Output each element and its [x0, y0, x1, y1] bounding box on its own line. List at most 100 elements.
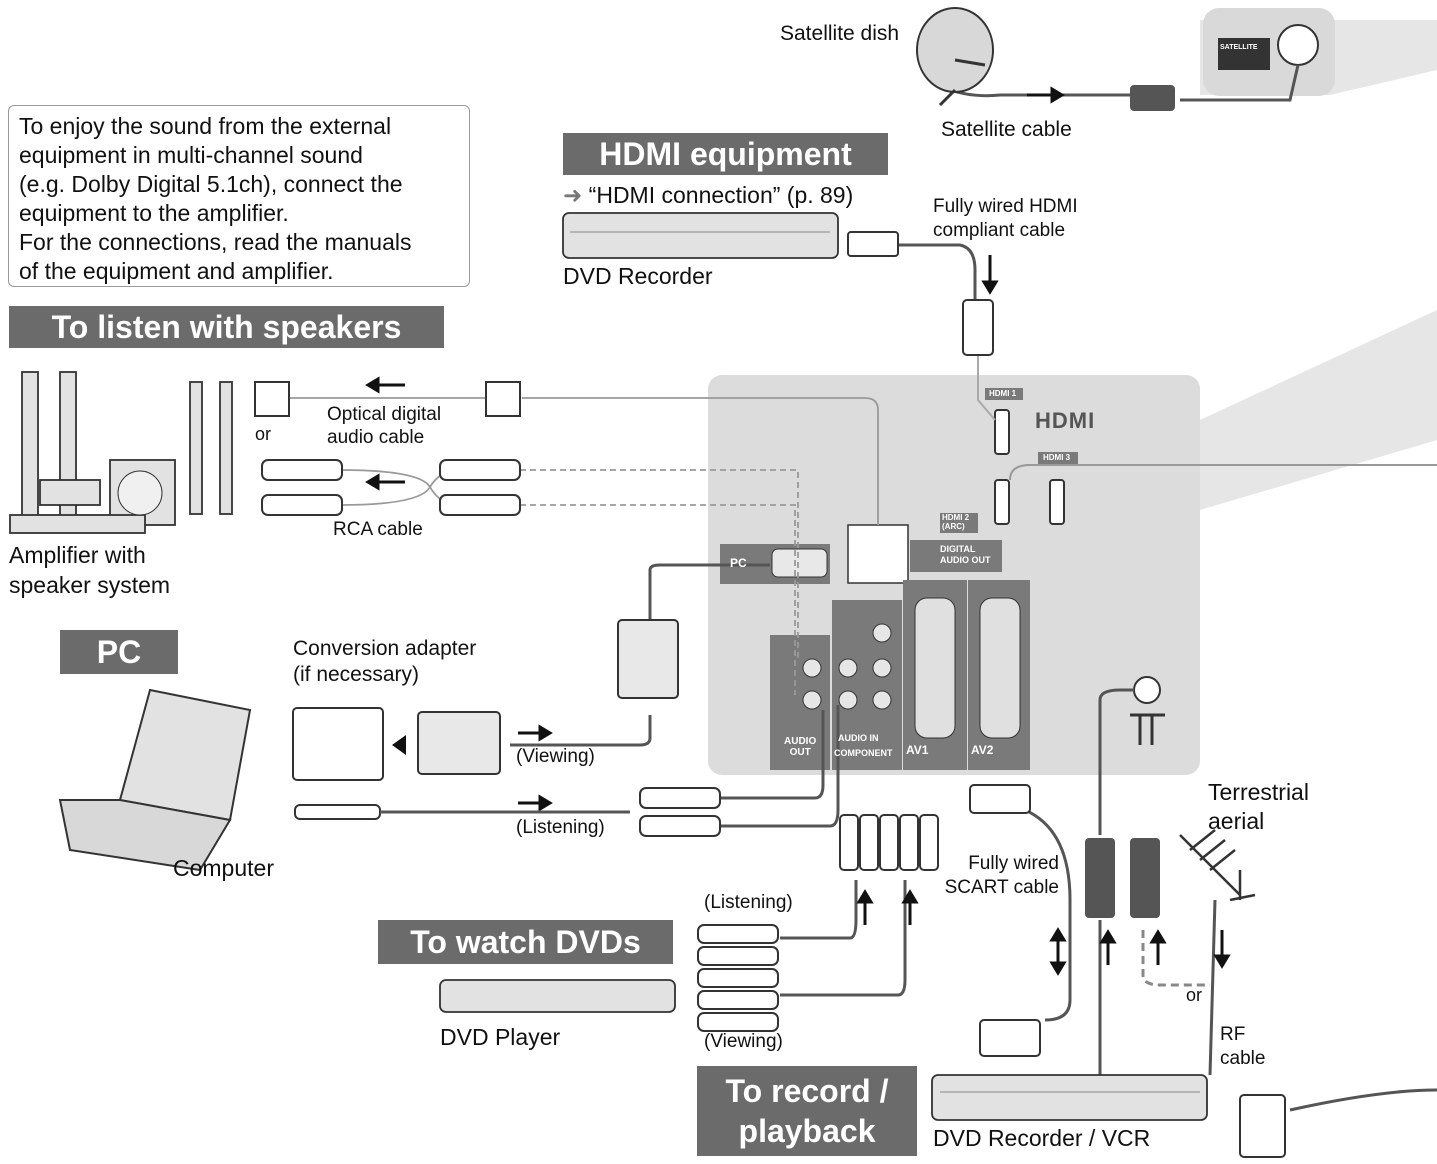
scart-line1: Fully wired — [968, 853, 1059, 874]
listening-cable-1 — [720, 710, 825, 800]
component-jack-5 — [872, 690, 892, 710]
viewing-pc-label: (Viewing) — [516, 746, 595, 767]
component-jack-3 — [872, 623, 892, 643]
dvd-rca-plugs — [697, 924, 779, 1032]
terrestrial-line1: Terrestrial — [1208, 779, 1309, 805]
hdmi-cable-label: Fully wired HDMI compliant cable — [933, 195, 1078, 243]
or-label-2: or — [1186, 985, 1203, 1005]
rca-cable-top — [520, 469, 799, 660]
audio-out-line2: OUT — [789, 747, 811, 758]
listening-rca-1 — [639, 787, 721, 809]
vga-connector-top — [617, 619, 679, 699]
note-line: For the connections, read the manuals — [19, 229, 412, 255]
rca-cable-bottom — [520, 504, 796, 695]
audio-out-label: AUDIO OUT — [784, 736, 816, 758]
laptop-screen — [118, 688, 252, 822]
av2-scart-port — [979, 597, 1021, 739]
scart-line2: SCART cable — [944, 877, 1059, 898]
conversion-line2: (if necessary) — [293, 663, 420, 686]
hdmi3-port — [1049, 479, 1065, 525]
hdmi-plug-bottom — [962, 299, 994, 356]
amplifier-line1: Amplifier with — [9, 542, 146, 568]
audio-mini-plug — [294, 804, 381, 820]
aerial-to-recorder — [1208, 899, 1217, 1076]
terrestrial-aerial — [1179, 829, 1256, 902]
vga-cable — [648, 563, 770, 620]
satellite-dish — [916, 7, 994, 93]
rf-plug-1 — [1085, 838, 1115, 918]
computer-label: Computer — [173, 855, 274, 881]
hdmi3-label: HDMI 3 — [1043, 453, 1071, 462]
hdmi-plug-top — [847, 231, 899, 257]
optical-plug-left — [254, 381, 290, 417]
hdmi2-label: HDMI 2 (ARC) — [942, 513, 969, 531]
optical-cable — [290, 397, 879, 525]
hdmi1-port — [994, 409, 1010, 455]
rf-line2: cable — [1220, 1048, 1266, 1069]
pc-port-label: PC — [730, 556, 747, 570]
conversion-adapter — [292, 707, 384, 781]
note-line: of the equipment and amplifier. — [19, 258, 334, 284]
laptop-base — [58, 799, 232, 872]
aerial-socket — [1133, 676, 1161, 704]
satellite-plate-label-box — [1218, 38, 1270, 70]
component-jack-4 — [872, 658, 892, 678]
hdmi2-label-block — [940, 513, 978, 533]
record-line1: To record / — [725, 1073, 889, 1109]
digital-audio-out-block — [910, 540, 1002, 572]
subwoofer-cone — [117, 470, 163, 516]
note-line: To enjoy the sound from the external — [19, 113, 392, 139]
arrow-right-icon: ➜ — [563, 182, 589, 208]
pc-port — [771, 548, 828, 578]
rf-cable-label: RF cable — [1220, 1023, 1265, 1071]
terrestrial-line2: aerial — [1208, 808, 1265, 834]
dvd-player — [439, 979, 676, 1013]
dvd-recorder-label: DVD Recorder — [563, 263, 713, 289]
component-label: COMPONENT — [834, 748, 893, 758]
av1-scart-port — [914, 597, 956, 739]
right-scart-cable — [1289, 1088, 1437, 1112]
amplifier-label: Amplifier with speaker system — [9, 540, 170, 600]
hdmi3-label-block — [1038, 452, 1078, 464]
listening-dvd-label: (Listening) — [704, 892, 793, 913]
component-plugs — [839, 814, 939, 871]
listen-speakers-banner: To listen with speakers — [9, 306, 444, 348]
dvd-recorder-hdmi — [562, 212, 839, 259]
amplifier-speaker-system — [9, 371, 233, 534]
dvd-recorder-vcr — [931, 1074, 1208, 1121]
dvd-player-label: DVD Player — [440, 1024, 561, 1050]
satellite-socket — [1277, 24, 1319, 66]
vga-viewing-cable — [510, 715, 652, 747]
scart-plug-bottom — [979, 1019, 1041, 1057]
hdmi-equipment-banner: HDMI equipment — [563, 133, 888, 175]
rca-plugs — [261, 459, 521, 516]
conversion-adapter-label: Conversion adapter (if necessary) — [293, 636, 476, 688]
optical-line1: Optical digital — [327, 404, 442, 425]
hdmi-logo: HDMI — [1035, 408, 1096, 433]
right-scart-plug — [1239, 1094, 1286, 1158]
arc-text: (ARC) — [942, 522, 965, 531]
av1-label: AV1 — [906, 743, 929, 757]
satellite-plate-label: SATELLITE — [1220, 44, 1258, 51]
satellite-plate-lead — [1180, 64, 1300, 102]
multichannel-note: To enjoy the sound from the external equ… — [8, 105, 470, 287]
hdmi-reference-text: “HDMI connection” (p. 89) — [588, 182, 854, 208]
rf-line1: RF — [1220, 1024, 1246, 1045]
optical-line2: audio cable — [327, 427, 425, 448]
audio-out-text: AUDIO OUT — [940, 555, 991, 565]
note-line: equipment to the amplifier. — [19, 200, 289, 226]
satellite-input-symbol — [1130, 713, 1165, 745]
dvd-listening-cable — [780, 880, 858, 940]
pc-banner: PC — [60, 630, 178, 674]
audio-out-jack-l — [802, 658, 822, 678]
hdmi2-text: HDMI 2 — [942, 513, 970, 522]
rf-plug-2 — [1130, 838, 1160, 918]
component-block — [832, 600, 902, 770]
viewing-dvd-label: (Viewing) — [704, 1031, 783, 1052]
audio-in-label: AUDIO IN — [838, 733, 879, 743]
satellite-plug — [1130, 85, 1175, 111]
satellite-dish-label: Satellite dish — [780, 22, 900, 45]
conversion-line1: Conversion adapter — [293, 637, 477, 660]
hdmi-cable-line2: compliant cable — [933, 220, 1066, 241]
optical-cable-label: Optical digital audio cable — [327, 403, 441, 449]
